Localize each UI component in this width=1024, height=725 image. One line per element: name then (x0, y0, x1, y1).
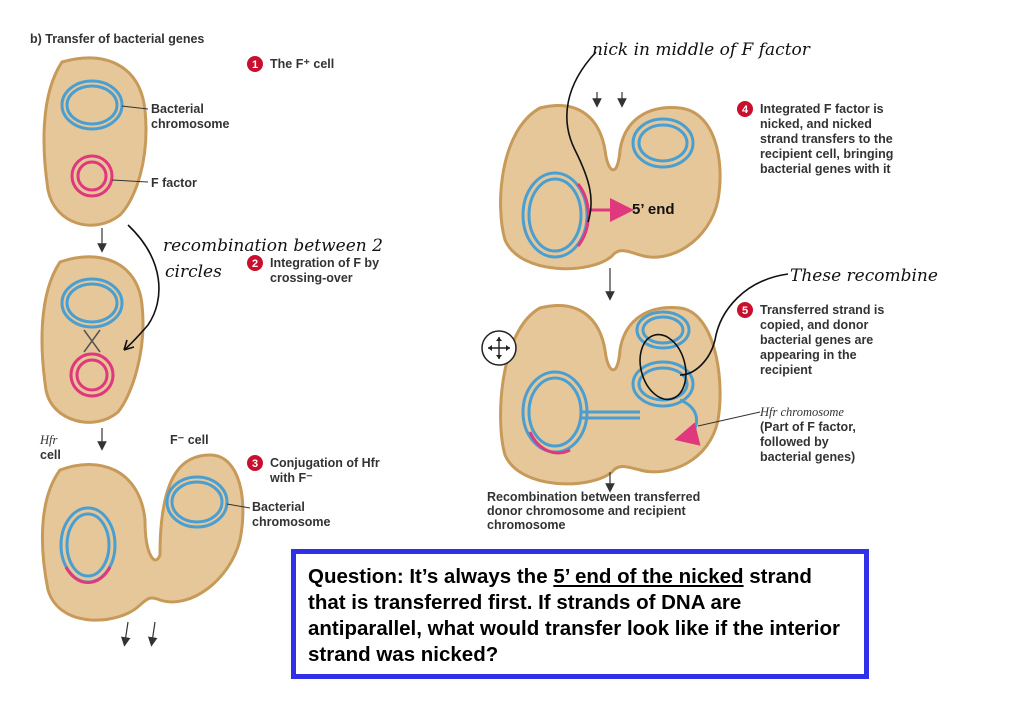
f-factor-label: F factor (151, 176, 197, 190)
bacterial-chromosome-label-1: Bacterial (151, 102, 204, 116)
hfr-label-1: Hfr (39, 433, 58, 447)
question-underlined: 5’ end of the nicked (553, 565, 744, 588)
step5-label-line2: copied, and donor (760, 318, 868, 332)
step2-cell (40, 255, 145, 424)
step4-badge: 4 (737, 101, 753, 117)
svg-text:2: 2 (252, 258, 258, 270)
step5-label-line5: recipient (760, 363, 813, 377)
section-title: b) Transfer of bacterial genes (30, 32, 204, 46)
svg-text:5: 5 (742, 305, 748, 317)
svg-text:1: 1 (252, 59, 258, 71)
step3-badge: 3 (247, 455, 263, 471)
handwriting-nick-note: nick in middle of F factor (566, 40, 811, 223)
step1-badge: 1 (247, 56, 263, 72)
five-prime-end-label: 5’ end (632, 201, 675, 218)
step4-label-line1: Integrated F factor is (760, 102, 884, 116)
svg-text:3: 3 (252, 458, 258, 470)
svg-text:circles: circles (165, 262, 222, 282)
recombination-label-2: donor chromosome and recipient (487, 504, 686, 518)
step1-cell (42, 56, 149, 227)
step5-label-line4: appearing in the (760, 348, 857, 362)
step2-label-line1: Integration of F by (270, 256, 379, 270)
question-box: Question: It’s always the 5’ end of the … (291, 549, 869, 679)
svg-text:recombination between 2: recombination between 2 (163, 236, 383, 256)
step3-cells (40, 453, 251, 622)
step3-label-line2: with F⁻ (269, 471, 313, 485)
step2-badge: 2 (247, 255, 263, 271)
step5-label-line3: bacterial genes are (760, 333, 873, 347)
step4-label-line5: bacterial genes with it (760, 162, 891, 176)
recombination-label-3: chromosome (487, 518, 566, 532)
step4-label-line3: strand transfers to the (760, 132, 893, 146)
hfr-chromosome-label-3: followed by (760, 435, 829, 449)
f-minus-cell-label: F⁻ cell (170, 433, 209, 447)
question-prefix: Question: It’s always the (308, 565, 554, 588)
bacterial-chromosome-label-2: chromosome (151, 117, 230, 131)
svg-text:4: 4 (742, 104, 749, 116)
handwriting-recomb-note: recombination between 2 circles (123, 224, 383, 351)
step3-label-line1: Conjugation of Hfr (270, 456, 380, 470)
bacterial-chromosome-b-label-1: Bacterial (252, 500, 305, 514)
hfr-chromosome-label-4: bacterial genes) (760, 450, 855, 464)
step4-cells (499, 104, 722, 271)
hfr-chromosome-label-1: Hfr chromosome (759, 405, 844, 419)
handwriting-these-note: These recombine (639, 266, 938, 401)
step4-label-line2: nicked, and nicked (760, 117, 872, 131)
svg-text:These recombine: These recombine (790, 266, 938, 286)
hfr-chromosome-label-2: (Part of F factor, (760, 420, 856, 434)
step5-cells (499, 304, 761, 486)
step5-badge: 5 (737, 302, 753, 318)
arrow-3-out-a (120, 621, 131, 647)
step4-label-line4: recipient cell, bringing (760, 147, 893, 161)
hfr-label-2: cell (40, 448, 61, 462)
svg-text:nick in middle of F factor: nick in middle of F factor (592, 40, 811, 60)
step5-label-line1: Transferred strand is (760, 303, 884, 317)
recombination-label-1: Recombination between transferred (487, 490, 700, 504)
step2-label-line2: crossing-over (270, 271, 353, 285)
move-icon[interactable] (481, 330, 517, 366)
question-rest: strand that is transferred first. If str… (308, 565, 840, 666)
step1-label: The F⁺ cell (270, 57, 334, 71)
arrow-3-out-b (147, 621, 158, 647)
bacterial-chromosome-b-label-2: chromosome (252, 515, 331, 529)
